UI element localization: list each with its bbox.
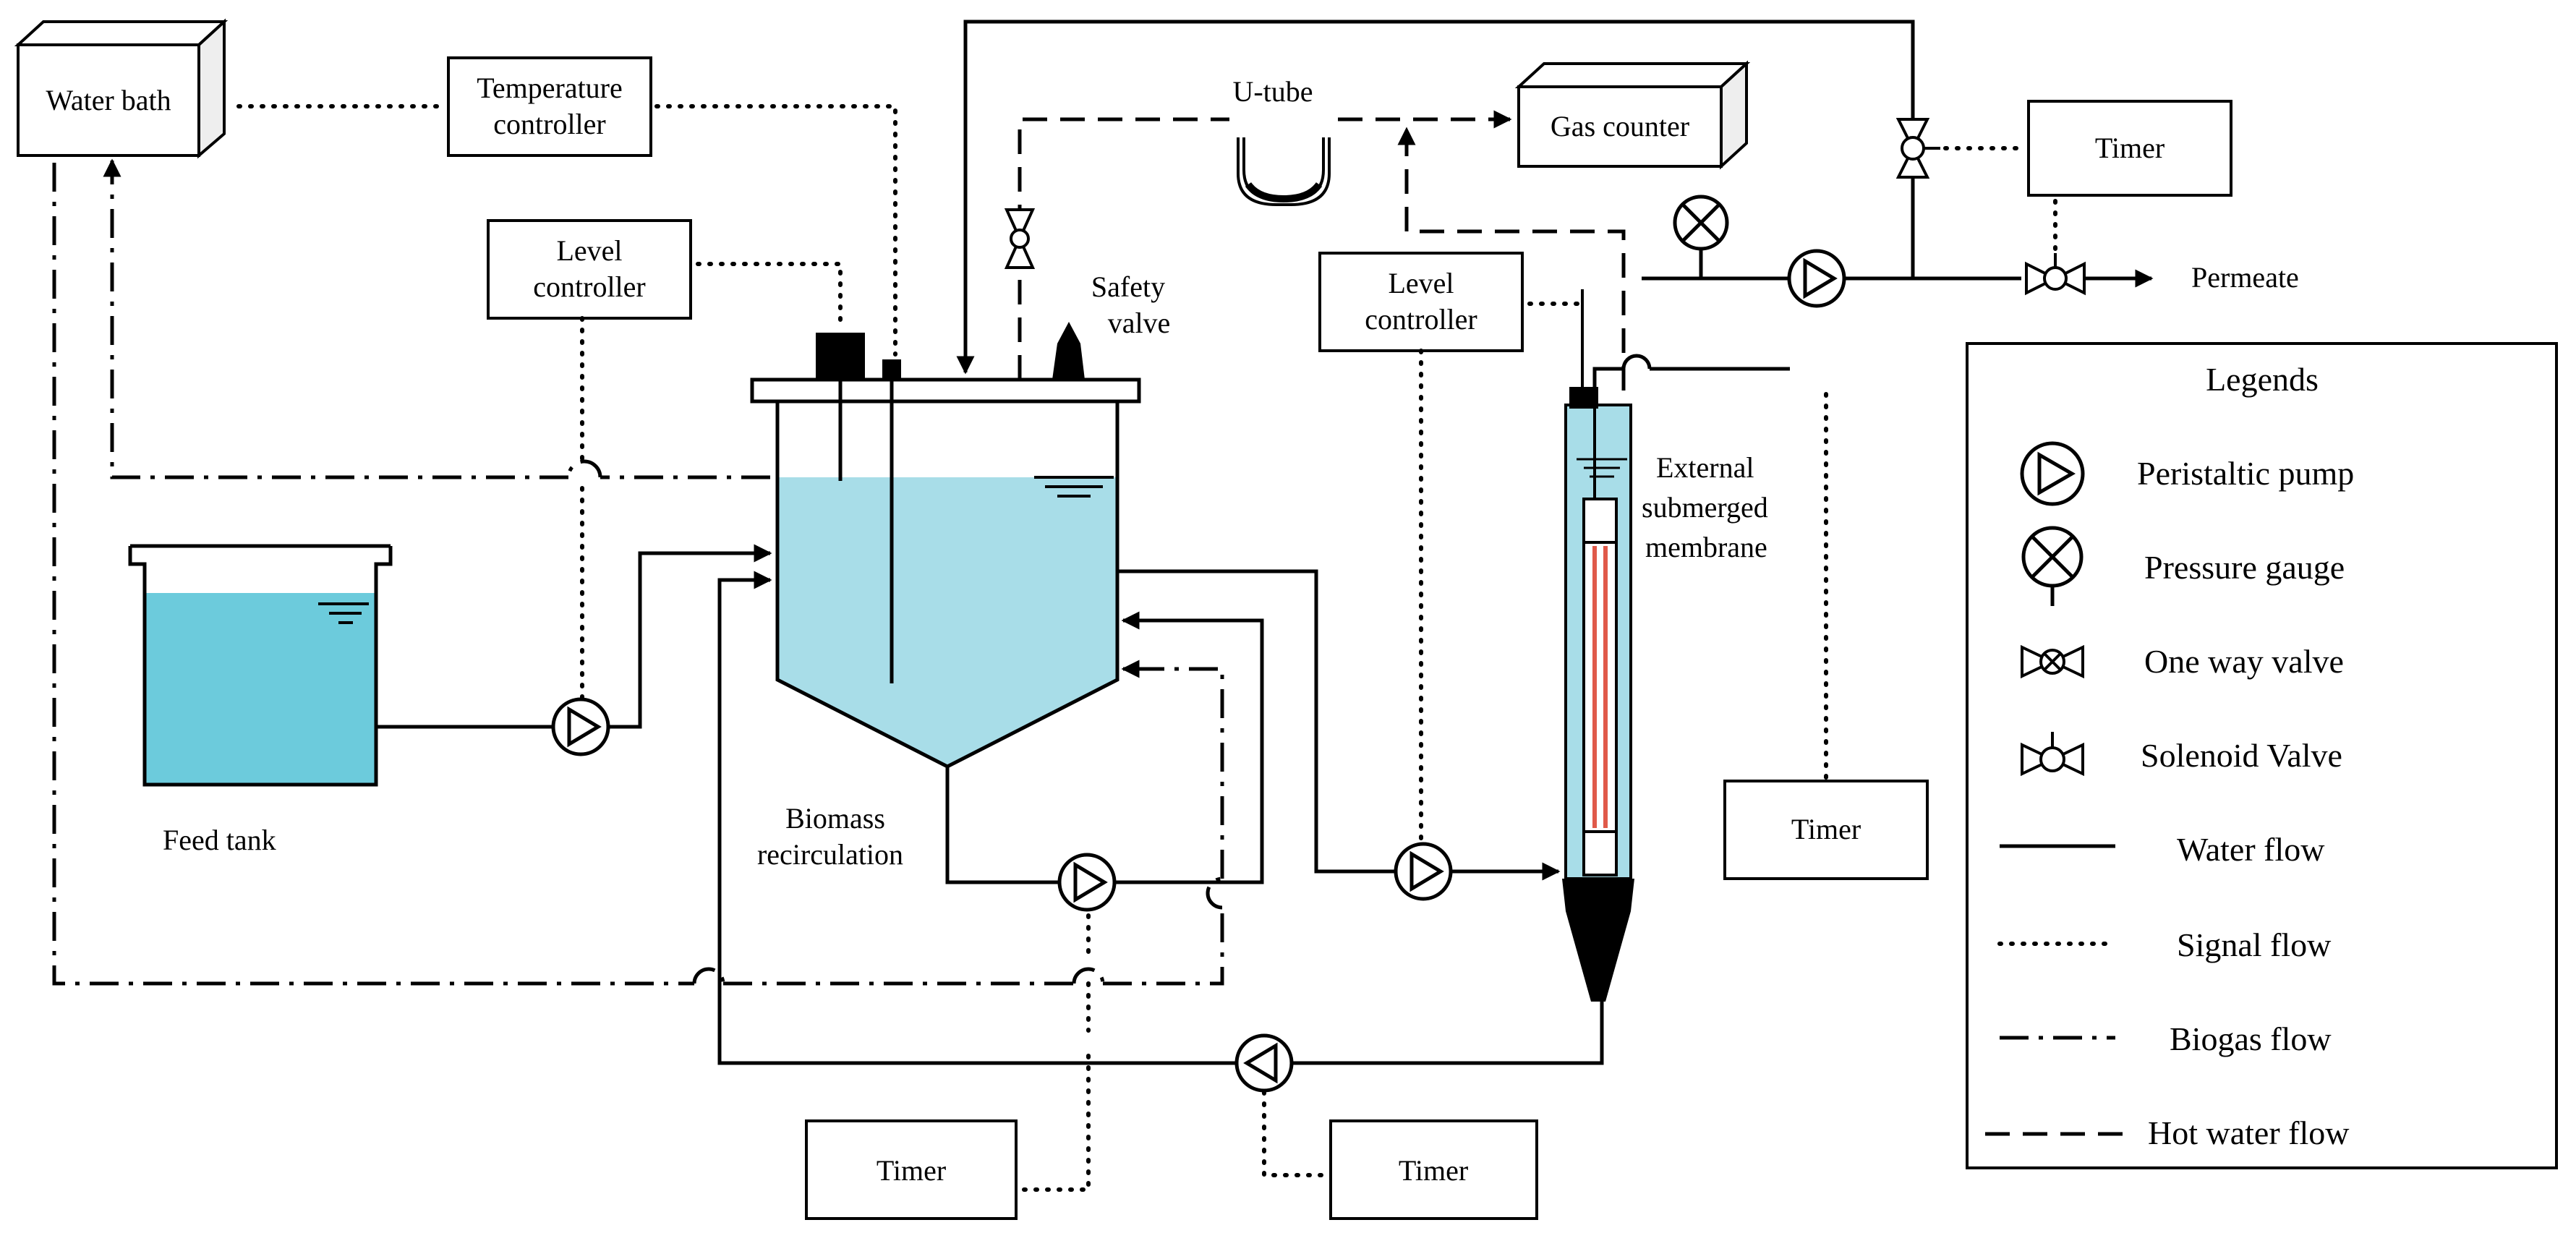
membrane-return-pump-icon — [1234, 1033, 1294, 1093]
u-tube-label: U-tube — [1232, 75, 1313, 108]
level-controller-left-label-1: Level — [556, 234, 622, 267]
solenoid-valve-return-icon — [1895, 118, 1940, 179]
pressure-gauge-icon — [1673, 195, 1729, 251]
membrane-label-3: membrane — [1645, 531, 1767, 563]
biomass-recirculation-label-1: Biomass — [785, 802, 885, 835]
external-membrane: External submerged membrane — [1562, 289, 1768, 1002]
timer-bottom-right-label: Timer — [1399, 1154, 1468, 1187]
legend-item-label: Pressure gauge — [2144, 549, 2345, 586]
timer-top-right: Timer — [2027, 100, 2232, 197]
legend-solenoid-valve-icon — [2021, 732, 2084, 777]
feed-tank: Feed tank — [128, 544, 393, 856]
legend-item-label: Peristaltic pump — [2137, 455, 2354, 492]
temperature-controller-label-1: Temperature — [477, 72, 623, 104]
timer-top-right-label: Timer — [2095, 132, 2165, 164]
reactor: Safety valve — [750, 270, 1171, 769]
feed-tank-label: Feed tank — [163, 824, 276, 856]
u-tube: U-tube — [1232, 75, 1331, 206]
level-controller-left-label-2: controller — [533, 270, 646, 303]
timer-right-label: Timer — [1791, 813, 1861, 845]
temperature-probe-icon — [882, 359, 901, 380]
level-controller-right: Level controller — [1318, 252, 1524, 352]
legend-item-label: Solenoid Valve — [2141, 737, 2342, 774]
level-controller-right-label-1: Level — [1388, 267, 1454, 299]
legend-pressure-gauge-icon — [2021, 526, 2084, 606]
timer-bottom-right: Timer — [1329, 1119, 1538, 1220]
membrane-label-1: External — [1656, 451, 1754, 484]
permeate-pump-icon — [1787, 249, 1846, 308]
signal-flow-lines — [236, 104, 2057, 1192]
temperature-controller-label-2: controller — [493, 108, 606, 140]
legend-item-label: Signal flow — [2177, 926, 2332, 963]
hot-water-flow-lines — [1018, 110, 1626, 391]
legend-item-label: Biogas flow — [2170, 1020, 2332, 1057]
gas-counter-label: Gas counter — [1551, 110, 1689, 142]
water-flow-lines — [376, 20, 2154, 1065]
temperature-controller: Temperature controller — [447, 56, 652, 157]
legend-one-way-valve-icon — [2021, 644, 2084, 679]
membrane-feed-pump-icon — [1394, 842, 1453, 901]
biomass-recirculation-label-2: recirculation — [757, 838, 903, 871]
timer-bottom-left: Timer — [805, 1119, 1018, 1220]
water-bath: Water bath — [14, 18, 229, 159]
membrane-label-2: submerged — [1642, 491, 1768, 524]
safety-valve-icon — [1052, 322, 1085, 380]
timer-bottom-left-label: Timer — [877, 1154, 946, 1187]
safety-valve-label-2: valve — [1108, 307, 1171, 339]
feed-pump-icon — [551, 697, 610, 756]
legend-item-label: Water flow — [2177, 831, 2325, 868]
legend-item-label: Hot water flow — [2148, 1114, 2350, 1151]
gas-counter: Gas counter — [1514, 60, 1751, 170]
permeate-label: Permeate — [2191, 261, 2299, 294]
legend-peristaltic-pump-icon — [2020, 441, 2085, 506]
one-way-valve-icon — [1004, 208, 1036, 269]
legend-title: Legends — [2206, 361, 2319, 398]
timer-right: Timer — [1723, 780, 1929, 880]
level-sensor-icon — [816, 333, 865, 380]
level-controller-right-label-2: controller — [1365, 303, 1477, 336]
legend-item-label: One way valve — [2144, 643, 2344, 680]
recirculation-pump-icon — [1057, 853, 1117, 912]
legend: Legends Peristaltic pump Pressure gauge … — [1966, 342, 2558, 1169]
safety-valve-label-1: Safety — [1091, 270, 1165, 303]
biogas-flow-lines — [52, 158, 1224, 986]
solenoid-valve-permeate-icon — [2025, 253, 2086, 296]
level-controller-left: Level controller — [487, 219, 692, 320]
water-bath-label: Water bath — [46, 84, 171, 116]
